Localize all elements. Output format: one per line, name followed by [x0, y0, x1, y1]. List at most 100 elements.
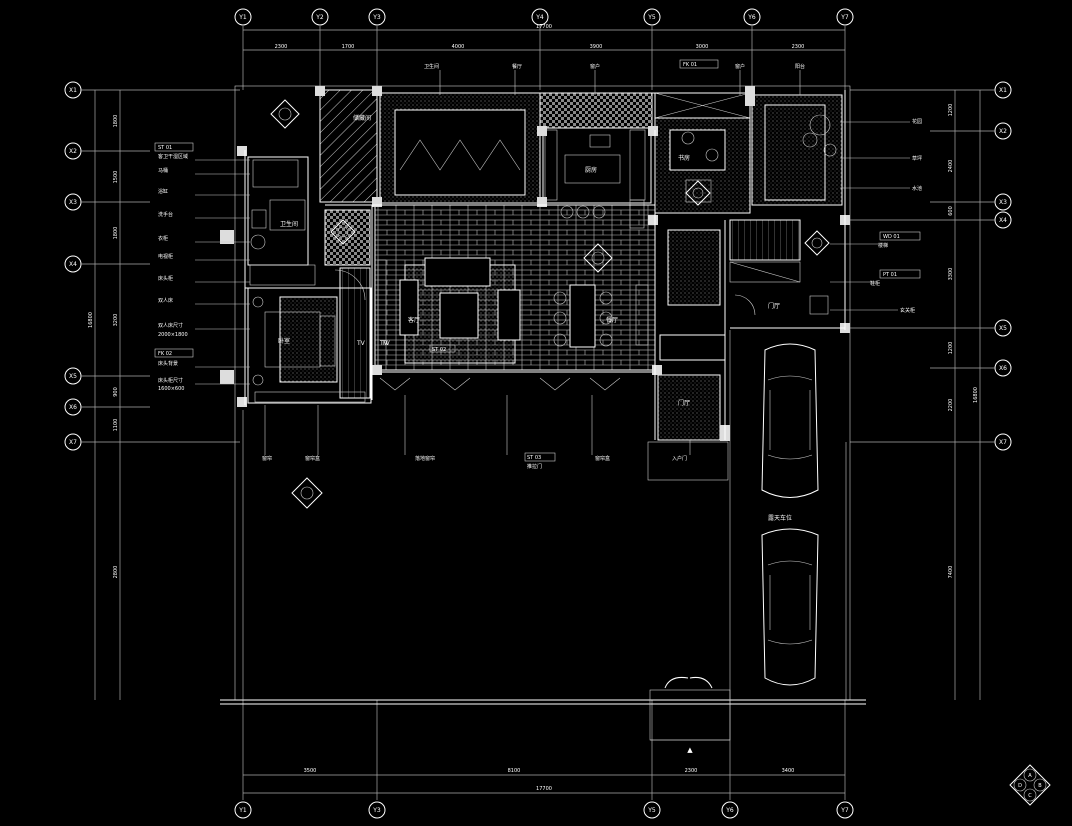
svg-text:TV: TV [356, 340, 366, 347]
svg-text:窗帘盒: 窗帘盒 [595, 455, 610, 462]
svg-text:2800: 2800 [113, 566, 119, 579]
svg-text:D: D [1018, 783, 1022, 789]
tag-fk01: FK 01 [683, 62, 697, 68]
svg-text:Y1: Y1 [238, 807, 247, 814]
walls [220, 86, 850, 441]
car-2 [761, 528, 819, 686]
svg-text:2200: 2200 [948, 399, 954, 412]
compass: A B C D [1009, 764, 1051, 806]
svg-text:X5: X5 [69, 373, 77, 380]
svg-text:窗帘盒: 窗帘盒 [305, 455, 320, 462]
svg-text:3900: 3900 [590, 44, 603, 50]
svg-text:床头柜尺寸: 床头柜尺寸 [158, 377, 183, 384]
svg-text:1200: 1200 [948, 104, 954, 117]
top-band: 储藏间 [319, 89, 843, 206]
svg-text:客卫干湿区域: 客卫干湿区域 [158, 153, 188, 160]
svg-text:1800: 1800 [113, 115, 119, 128]
car-1 [761, 343, 819, 498]
svg-text:TV: TV [381, 340, 391, 347]
svg-text:1600×600: 1600×600 [158, 386, 184, 392]
dim-top-total: 17700 [536, 24, 552, 30]
axis-bottom-4: Y6 [721, 801, 739, 819]
svg-text:1700: 1700 [342, 44, 355, 50]
bathroom: 卫生间 [247, 156, 371, 286]
svg-text:900: 900 [113, 387, 119, 397]
svg-text:窗户: 窗户 [590, 63, 600, 70]
svg-text:门厅: 门厅 [678, 399, 690, 407]
dining-label: 餐厅 [606, 316, 618, 324]
axis-top-4: Y4 [531, 8, 549, 26]
svg-text:卫生间: 卫生间 [424, 63, 439, 70]
svg-text:X7: X7 [69, 439, 77, 446]
svg-text:洗手台: 洗手台 [158, 211, 173, 218]
svg-text:鞋柜: 鞋柜 [870, 280, 880, 287]
right-labels: 花园 草坪 水池 WD 01 楼梯 PT 01 鞋柜 玄关柜 [830, 118, 922, 314]
dimensions: 17700 2300 1700 4000 3900 3000 2300 3500… [88, 24, 981, 794]
svg-text:2300: 2300 [275, 44, 288, 50]
svg-text:花园: 花园 [912, 118, 922, 125]
svg-text:Y7: Y7 [840, 14, 849, 21]
axis-bottom-3: Y5 [643, 801, 661, 819]
kitchen-label: 厨房 [585, 166, 597, 174]
svg-text:1100: 1100 [113, 419, 119, 432]
svg-text:3200: 3200 [113, 314, 119, 327]
storage-label: 储藏间 [353, 114, 371, 122]
svg-text:3500: 3500 [304, 768, 317, 774]
svg-text:16800: 16800 [88, 312, 94, 328]
garage: 露天车位 [664, 343, 819, 689]
svg-text:3000: 3000 [696, 44, 709, 50]
axis-left-4: X4 [64, 255, 82, 273]
axis-top-5: Y5 [643, 8, 661, 26]
svg-text:1500: 1500 [113, 171, 119, 184]
svg-text:A: A [1028, 773, 1032, 779]
svg-text:1200: 1200 [948, 342, 954, 355]
svg-text:X1: X1 [999, 87, 1007, 94]
svg-text:17700: 17700 [536, 786, 552, 792]
top-labels: 卫生间 餐厅 窗户 FK 01 窗户 阳台 [424, 59, 805, 95]
tag-fk02: FK 02 [158, 351, 172, 357]
foyer-label: 门厅 [768, 302, 780, 310]
axis-right-1: X1 [994, 81, 1012, 99]
living-label: 客厅 [408, 316, 420, 324]
svg-text:3400: 3400 [782, 768, 795, 774]
svg-text:C: C [1028, 793, 1032, 799]
svg-text:玄关柜: 玄关柜 [900, 307, 915, 314]
tag-st03: ST 03 [527, 455, 541, 461]
svg-text:2000×1800: 2000×1800 [158, 332, 188, 338]
tag-st02: ST 02 [432, 347, 446, 353]
svg-text:8100: 8100 [508, 768, 521, 774]
axis-bottom-5: Y7 [836, 801, 854, 819]
svg-text:楼梯: 楼梯 [878, 242, 888, 249]
axis-right-7: X7 [994, 433, 1012, 451]
svg-text:Y2: Y2 [315, 14, 324, 21]
axis-left-2: X2 [64, 142, 82, 160]
svg-text:2300: 2300 [792, 44, 805, 50]
svg-text:推拉门: 推拉门 [527, 463, 542, 470]
svg-text:7400: 7400 [948, 566, 954, 579]
svg-text:窗帘: 窗帘 [262, 455, 272, 462]
svg-text:X6: X6 [69, 404, 77, 411]
svg-text:X1: X1 [69, 87, 77, 94]
axis-top-7: Y7 [836, 8, 854, 26]
svg-text:床头背景: 床头背景 [158, 360, 178, 367]
svg-text:窗户: 窗户 [735, 63, 745, 70]
svg-text:双人床尺寸: 双人床尺寸 [158, 322, 183, 329]
svg-text:Y5: Y5 [647, 14, 656, 21]
axis-right-3: X3 [994, 193, 1012, 211]
svg-text:Y6: Y6 [725, 807, 734, 814]
svg-text:双人床: 双人床 [158, 297, 173, 304]
axis-left-1: X1 [64, 81, 82, 99]
study: 书房 [654, 117, 751, 214]
axis-top-6: Y6 [743, 8, 761, 26]
axis-right-6: X6 [994, 359, 1012, 377]
svg-text:衣柜: 衣柜 [158, 235, 168, 242]
bath-label: 卫生间 [280, 220, 298, 228]
svg-text:600: 600 [948, 206, 954, 216]
svg-text:阳台: 阳台 [795, 63, 805, 70]
svg-text:X2: X2 [69, 148, 77, 155]
svg-text:X3: X3 [69, 199, 77, 206]
axis-left-7: X7 [64, 433, 82, 451]
svg-text:X4: X4 [999, 217, 1007, 224]
svg-text:Y7: Y7 [840, 807, 849, 814]
